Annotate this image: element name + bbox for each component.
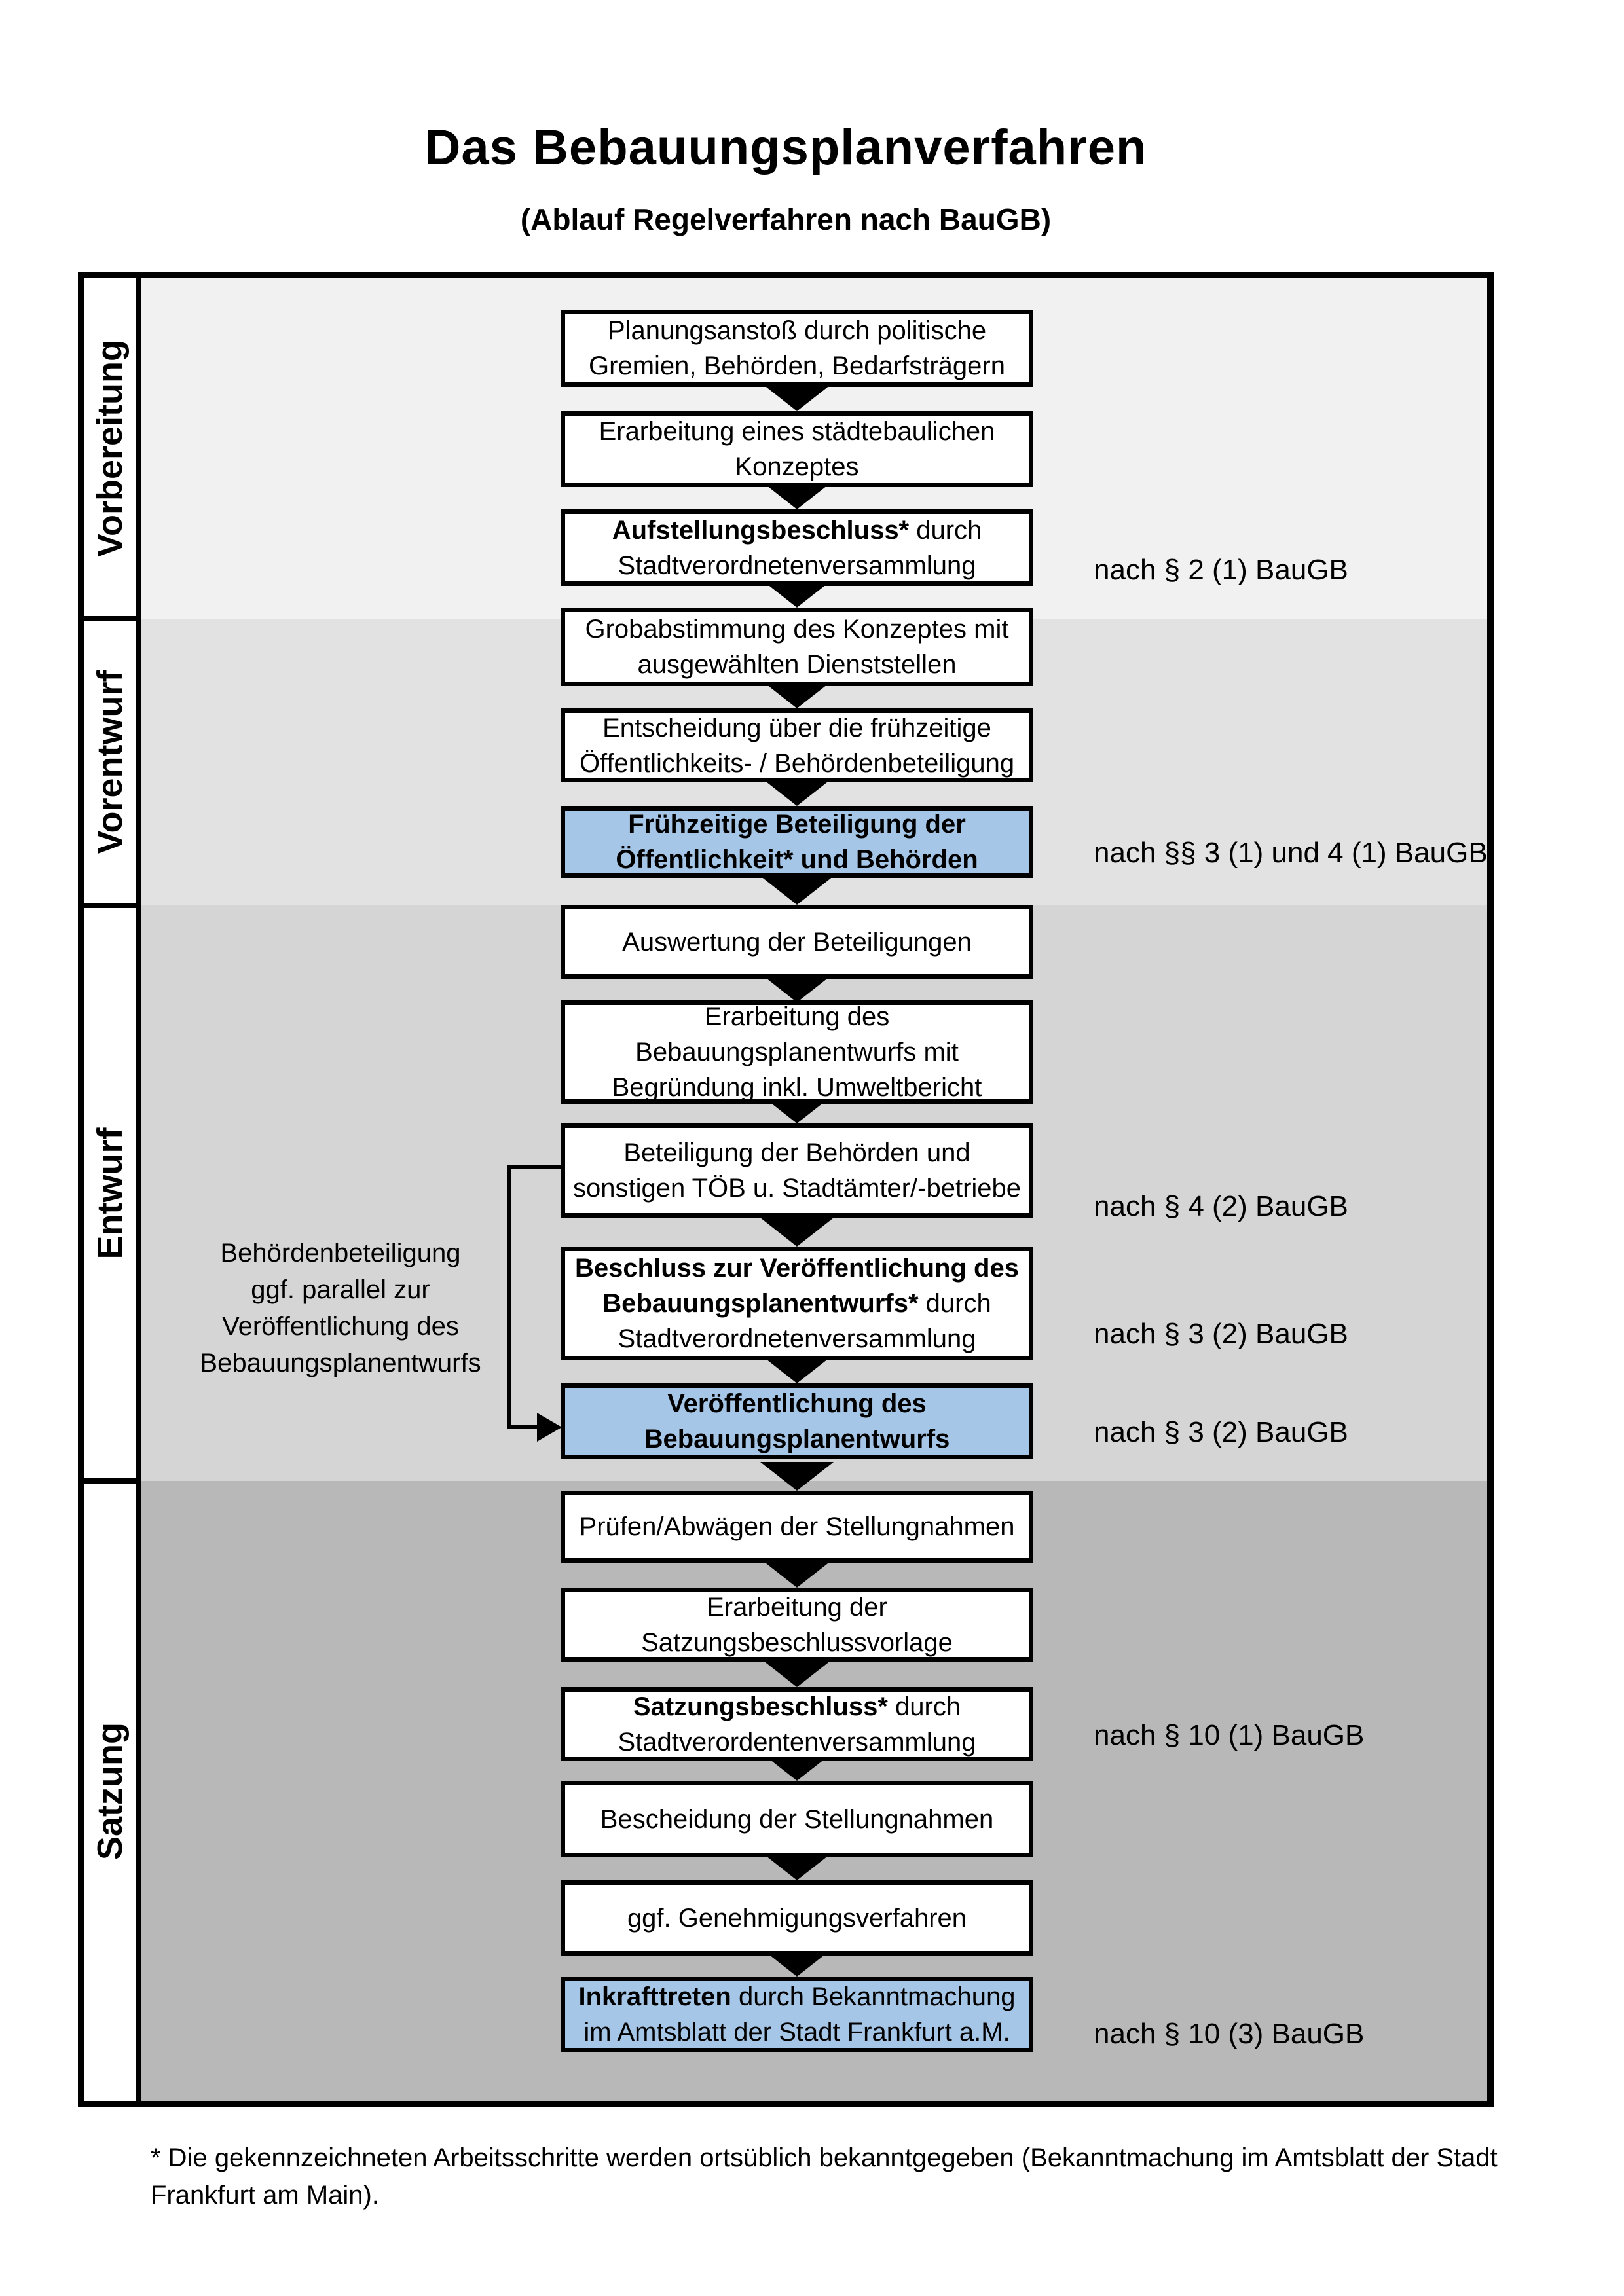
- footnote: * Die gekennzeichneten Arbeitsschritte w…: [151, 2143, 1498, 2210]
- phase-label-vorbereitung: Vorbereitung: [90, 339, 130, 558]
- bracket-line-top: [507, 1165, 563, 1169]
- step-box-pruefen-abwaegen: Prüfen/Abwägen der Stellungnahmen: [561, 1491, 1033, 1563]
- step-box-erarbeitung-entwurf: Erarbeitung des Bebauungsplanentwurfs mi…: [561, 1000, 1033, 1104]
- reference-par2-1: nach § 2 (1) BauGB: [1094, 554, 1348, 586]
- step-box-genehmigungsverfahren: ggf. Genehmigungsverfahren: [561, 1880, 1033, 1956]
- reference-par4-2: nach § 4 (2) BauGB: [1094, 1190, 1348, 1222]
- phase-label-vorentwurf: Vorentwurf: [90, 670, 130, 854]
- step-box-satzungsbeschlussvorlage: Erarbeitung der Satzungsbeschlussvorlage: [561, 1588, 1033, 1662]
- flow-arrow-down-icon: [760, 382, 834, 411]
- flow-arrow-down-icon: [760, 1218, 834, 1247]
- flow-arrow-down-icon: [760, 1559, 834, 1588]
- step-box-grobabstimmung: Grobabstimmung des Konzeptes mit ausgewä…: [561, 608, 1033, 686]
- reference-par10-1: nach § 10 (1) BauGB: [1094, 1719, 1365, 1751]
- parallel-note: Behördenbeteiligung ggf. parallel zur Ve…: [200, 1239, 481, 1377]
- step-box-beteiligung-behoerden: Beteiligung der Behörden und sonstigen T…: [561, 1123, 1033, 1218]
- reference-par3-4-1: nach §§ 3 (1) und 4 (1) BauGB: [1094, 837, 1488, 869]
- step-box-staedtebauliches-konzept: Erarbeitung eines städtebaulichen Konzep…: [561, 411, 1033, 487]
- label-divider-1: [78, 616, 141, 621]
- step-box-entscheidung-beteiligung: Entscheidung über die frühzeitige Öffent…: [561, 708, 1033, 782]
- label-divider-2: [78, 903, 141, 908]
- flow-arrow-down-icon: [760, 876, 834, 905]
- page-title: Das Bebauungsplanverfahren: [424, 120, 1147, 175]
- step-box-planungsanstoss: Planungsanstoß durch politische Gremien,…: [561, 310, 1033, 387]
- step-box-fruehzeitige-beteiligung: Frühzeitige Beteiligung der Öffentlichke…: [561, 806, 1033, 878]
- step-box-inkrafttreten: Inkrafttreten durch Bekanntmachung im Am…: [561, 1977, 1033, 2052]
- page-subtitle: (Ablauf Regelverfahren nach BauGB): [520, 202, 1052, 236]
- reference-par3-2-b: nach § 3 (2) BauGB: [1094, 1416, 1348, 1448]
- label-column-border: [136, 272, 141, 2107]
- flow-arrow-down-icon: [760, 1462, 834, 1491]
- step-box-aufstellungsbeschluss: Aufstellungsbeschluss* durch Stadtverord…: [561, 509, 1033, 586]
- reference-par3-2-a: nach § 3 (2) BauGB: [1094, 1318, 1348, 1350]
- table-frame: [78, 272, 1494, 2107]
- step-box-bescheidung: Bescheidung der Stellungnahmen: [561, 1781, 1033, 1857]
- bracket-line-vertical: [507, 1165, 511, 1429]
- step-box-veroeffentlichung-entwurf: Veröffentlichung des Bebauungsplanentwur…: [561, 1383, 1033, 1459]
- flow-arrow-down-icon: [760, 1658, 834, 1687]
- phase-label-entwurf: Entwurf: [90, 1127, 130, 1260]
- phase-label-satzung: Satzung: [90, 1722, 130, 1860]
- step-box-auswertung: Auswertung der Beteiligungen: [561, 905, 1033, 979]
- step-box-beschluss-veroeffentlichung: Beschluss zur Veröffentlichung des Bebau…: [561, 1247, 1033, 1360]
- label-divider-3: [78, 1478, 141, 1484]
- step-box-satzungsbeschluss: Satzungsbeschluss* durch Stadtverordente…: [561, 1687, 1033, 1761]
- reference-par10-3: nach § 10 (3) BauGB: [1094, 2018, 1365, 2050]
- bracket-line-bottom: [507, 1425, 541, 1429]
- bracket-arrowhead-icon: [537, 1413, 562, 1442]
